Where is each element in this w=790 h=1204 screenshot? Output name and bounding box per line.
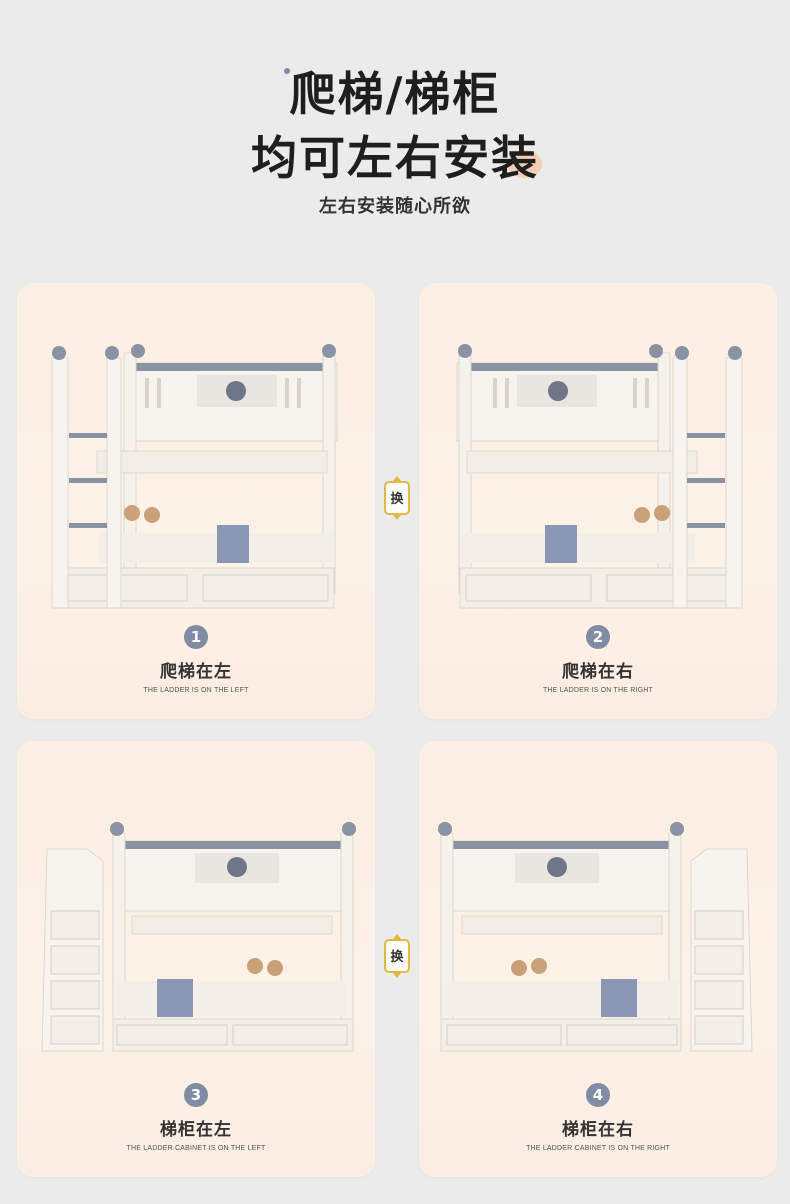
bunk-bed-illustration (456, 344, 743, 609)
page-subtitle: 左右安装随心所欲 (319, 196, 471, 217)
option-caption: 爬梯在左 (160, 662, 232, 682)
title-decoration-dot (284, 68, 290, 74)
option-number-badge: 2 (586, 625, 610, 649)
option-card-cabinet-left: 3 梯柜在左 THE LADDER CABINET IS ON THE LEFT (17, 741, 375, 1177)
option-card-ladder-right: 2 爬梯在右 THE LADDER IS ON THE RIGHT (419, 283, 777, 719)
bunk-bed-ladder-right-image (456, 344, 743, 609)
swap-icon: 换 (384, 476, 410, 520)
option-caption: 梯柜在右 (562, 1120, 634, 1140)
option-caption-english: THE LADDER CABINET IS ON THE LEFT (126, 1145, 266, 1152)
bunk-bed-illustration (41, 822, 356, 1052)
option-caption-english: THE LADDER IS ON THE LEFT (143, 687, 249, 694)
swap-icon: 换 (384, 934, 410, 978)
page-title-line-1: 爬梯/梯柜 (289, 67, 501, 121)
option-number-badge: 3 (184, 1083, 208, 1107)
bunk-bed-illustration (438, 822, 753, 1052)
bunk-bed-cabinet-right-image (438, 822, 753, 1052)
header: 爬梯/梯柜 均可左右安装 左右安装随心所欲 (0, 0, 790, 240)
option-number-badge: 4 (586, 1083, 610, 1107)
option-caption-english: THE LADDER IS ON THE RIGHT (542, 687, 654, 694)
option-caption: 爬梯在右 (562, 662, 634, 682)
bunk-bed-cabinet-left-image (41, 822, 356, 1052)
option-card-ladder-left: 1 爬梯在左 THE LADDER IS ON THE LEFT (17, 283, 375, 719)
page-title-line-2: 均可左右安装 (251, 131, 539, 185)
bunk-bed-illustration (51, 344, 338, 609)
option-number-badge: 1 (184, 625, 208, 649)
bunk-bed-ladder-left-image (51, 344, 338, 609)
option-card-cabinet-right: 4 梯柜在右 THE LADDER CABINET IS ON THE RIGH… (419, 741, 777, 1177)
option-caption: 梯柜在左 (160, 1120, 232, 1140)
option-caption-english: THE LADDER CABINET IS ON THE RIGHT (526, 1145, 670, 1152)
title-decoration-blob (508, 150, 542, 178)
